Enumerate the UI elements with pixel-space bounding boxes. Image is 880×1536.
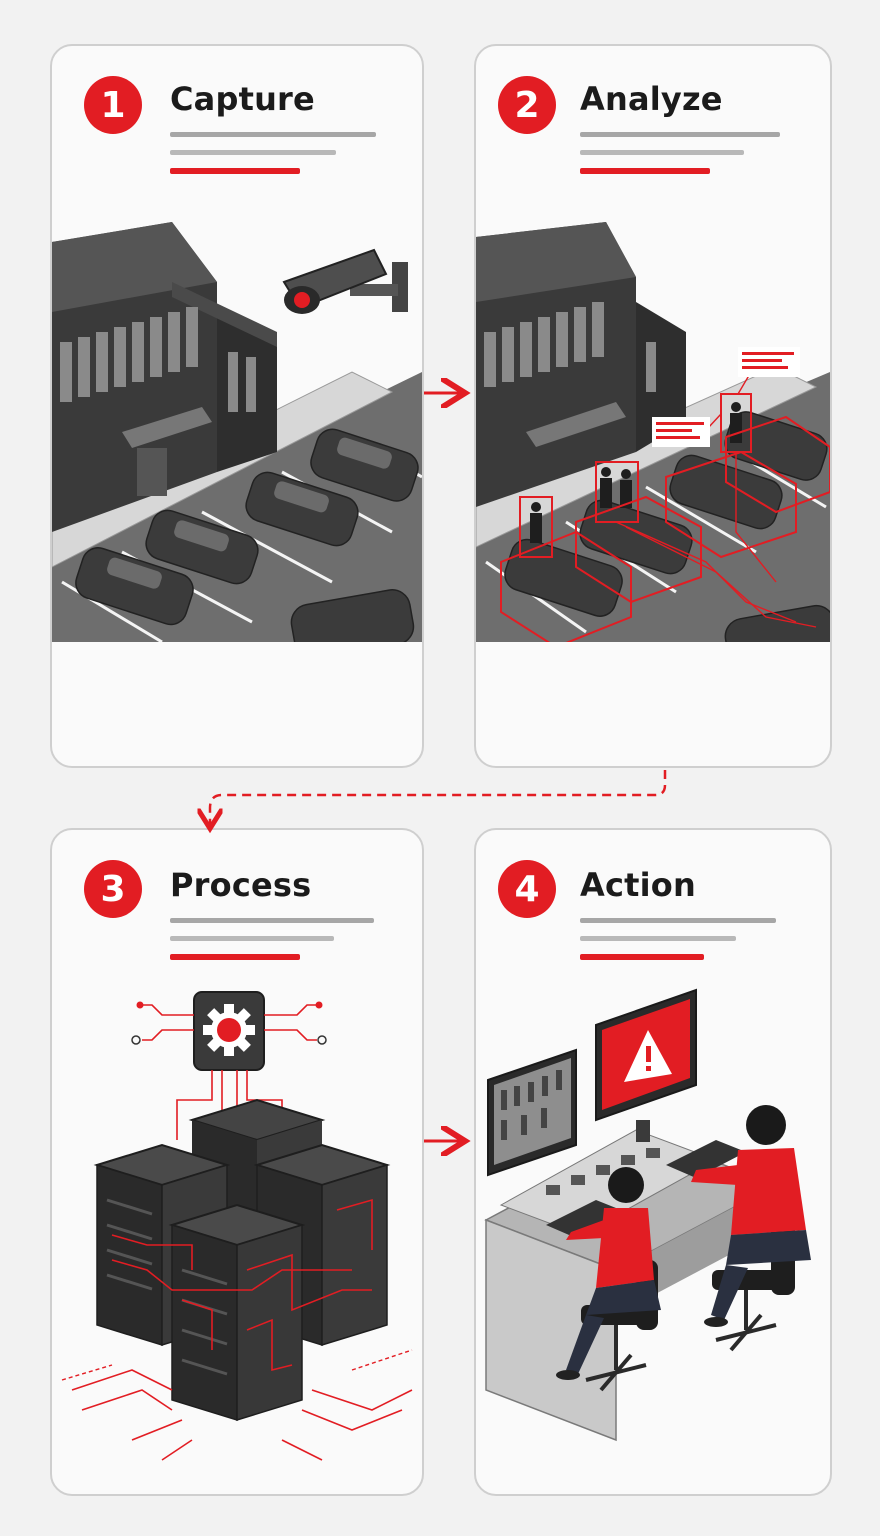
step-title: Capture: [170, 80, 315, 118]
step-panel-analyze: 2 Analyze: [474, 44, 832, 768]
placeholder-line-accent: [170, 954, 300, 960]
parking-lot-scene-illustration: [52, 222, 422, 642]
step-title: Analyze: [580, 80, 723, 118]
object-detection-scene-illustration: [476, 222, 830, 642]
step-number-badge: 3: [84, 860, 142, 918]
placeholder-line: [170, 132, 376, 137]
server-cluster-illustration: [61, 991, 413, 1461]
placeholder-line: [170, 918, 374, 923]
flow-arrow-icon: [210, 770, 667, 826]
placeholder-line: [580, 918, 776, 923]
step-title: Action: [580, 866, 696, 904]
placeholder-line-accent: [580, 168, 710, 174]
step-number-badge: 4: [498, 860, 556, 918]
placeholder-line: [170, 936, 334, 941]
step-number-badge: 1: [84, 76, 142, 134]
control-room-illustration: [484, 988, 811, 1442]
step-panel-capture: 1 Capture: [50, 44, 424, 768]
warning-icon: [624, 1030, 672, 1082]
security-camera-icon: [282, 248, 408, 314]
step-title: Process: [170, 866, 312, 904]
placeholder-line: [170, 150, 336, 155]
placeholder-line: [580, 936, 736, 941]
placeholder-line: [580, 150, 744, 155]
placeholder-line-accent: [580, 954, 704, 960]
step-panel-action: 4 Action: [474, 828, 832, 1496]
placeholder-line-accent: [170, 168, 300, 174]
step-panel-process: 3 Process: [50, 828, 424, 1496]
placeholder-line: [580, 132, 780, 137]
step-number-badge: 2: [498, 76, 556, 134]
gear-icon: [203, 1004, 255, 1056]
